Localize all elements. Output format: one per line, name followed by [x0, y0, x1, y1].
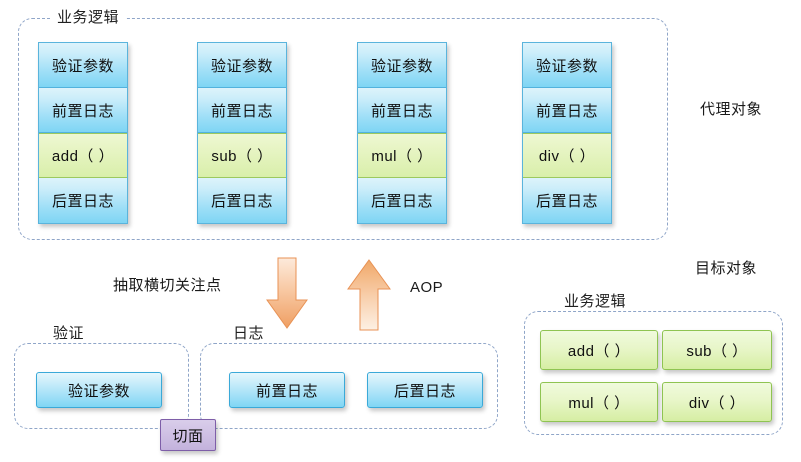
aspect-chip-after-log[interactable]: 后置日志 — [367, 372, 483, 408]
down-arrow-icon — [264, 256, 310, 332]
aspect-badge[interactable]: 切面 — [160, 419, 216, 451]
proxy-cell-after-log: 后置日志 — [523, 178, 611, 223]
proxy-cell-before-log: 前置日志 — [198, 88, 286, 133]
target-group-label: 业务逻辑 — [557, 293, 634, 311]
proxy-object-side-label: 代理对象 — [700, 101, 763, 118]
proxy-cell-validate-params: 验证参数 — [358, 43, 446, 88]
extract-crosscutting-label: 抽取横切关注点 — [113, 277, 222, 294]
aspect-chip-validate-params[interactable]: 验证参数 — [36, 372, 162, 408]
validate-aspect-group — [14, 343, 189, 429]
proxy-cell-before-log: 前置日志 — [358, 88, 446, 133]
proxy-cell-validate-params: 验证参数 — [523, 43, 611, 88]
log-group-label: 日志 — [226, 325, 272, 343]
aop-label: AOP — [410, 279, 444, 296]
proxy-cell-validate-params: 验证参数 — [198, 43, 286, 88]
log-aspect-group — [200, 343, 498, 429]
proxy-object-group — [18, 18, 668, 240]
proxy-cell-method: add（ ） — [39, 133, 127, 178]
up-arrow-icon — [344, 258, 394, 334]
target-method-add[interactable]: add（ ） — [540, 330, 658, 370]
target-object-side-label: 目标对象 — [695, 260, 758, 277]
target-business-logic-group — [524, 311, 783, 435]
target-method-mul[interactable]: mul（ ） — [540, 382, 658, 422]
validate-group-label: 验证 — [46, 325, 92, 343]
proxy-cell-after-log: 后置日志 — [198, 178, 286, 223]
target-method-div[interactable]: div（ ） — [662, 382, 772, 422]
proxy-cell-method: sub（ ） — [198, 133, 286, 178]
proxy-column-mul[interactable]: 验证参数 前置日志 mul（ ） 后置日志 — [357, 42, 447, 224]
proxy-cell-after-log: 后置日志 — [358, 178, 446, 223]
proxy-cell-after-log: 后置日志 — [39, 178, 127, 223]
proxy-cell-method: div（ ） — [523, 133, 611, 178]
proxy-cell-before-log: 前置日志 — [39, 88, 127, 133]
proxy-cell-before-log: 前置日志 — [523, 88, 611, 133]
proxy-group-label: 业务逻辑 — [50, 9, 127, 27]
proxy-column-sub[interactable]: 验证参数 前置日志 sub（ ） 后置日志 — [197, 42, 287, 224]
aspect-chip-before-log[interactable]: 前置日志 — [229, 372, 345, 408]
proxy-column-div[interactable]: 验证参数 前置日志 div（ ） 后置日志 — [522, 42, 612, 224]
proxy-column-add[interactable]: 验证参数 前置日志 add（ ） 后置日志 — [38, 42, 128, 224]
target-method-sub[interactable]: sub（ ） — [662, 330, 772, 370]
proxy-cell-validate-params: 验证参数 — [39, 43, 127, 88]
proxy-cell-method: mul（ ） — [358, 133, 446, 178]
